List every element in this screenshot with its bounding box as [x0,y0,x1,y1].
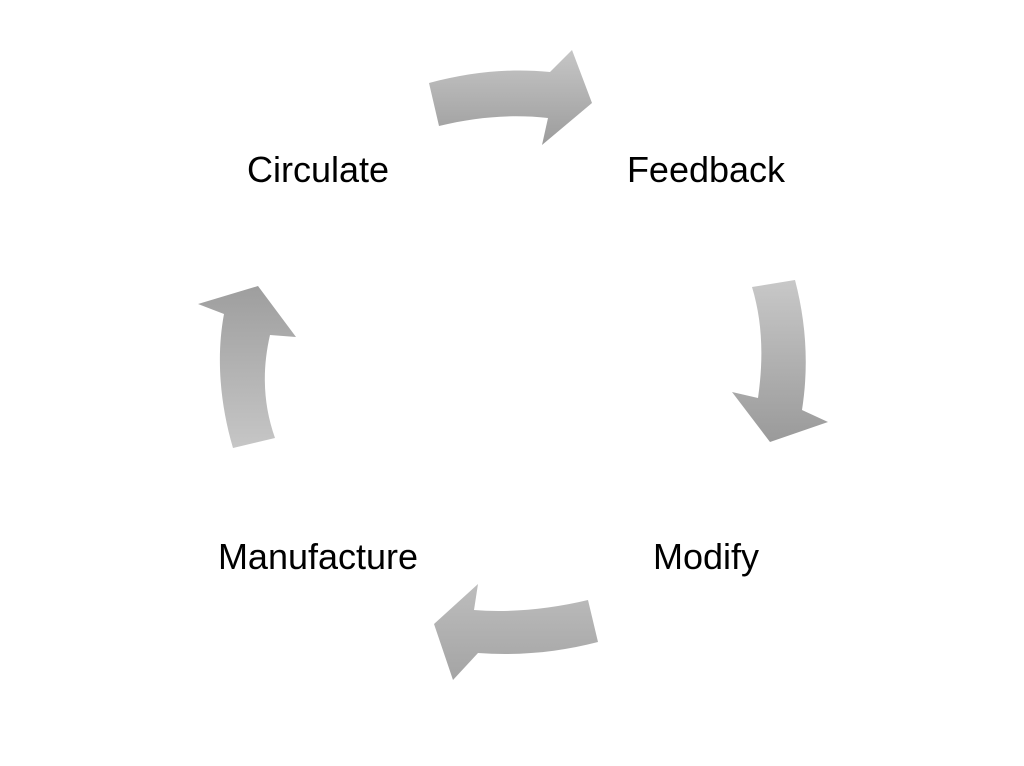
arrow-circulate-to-feedback [429,50,592,145]
node-manufacture: Manufacture [217,536,419,577]
node-circulate: Circulate [246,149,390,190]
arrow-feedback-to-modify [732,280,828,442]
arrow-manufacture-to-circulate [198,286,296,448]
node-feedback: Feedback [626,149,786,190]
node-modify: Modify [652,536,760,577]
arrow-modify-to-manufacture [434,584,598,680]
